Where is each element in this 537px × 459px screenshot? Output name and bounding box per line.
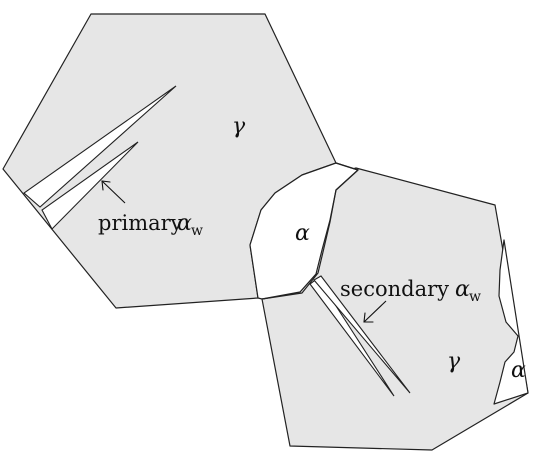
primary-lath-long [23,85,177,208]
alpha-label-right: α [511,358,526,383]
secondary-arrow [363,300,387,323]
secondary-subscript: w [469,289,481,305]
gamma-label-lower: γ [447,349,461,374]
gamma-label-upper: γ [232,114,246,139]
secondary-alpha-symbol: α [455,277,470,302]
secondary-annotation: secondary α w [340,277,481,305]
secondary-lath-outer [309,277,395,397]
secondary-lath-inner [313,275,411,394]
central-grain-boundary [261,162,359,300]
secondary-arrow-head [363,312,374,323]
primary-text: primary [98,211,183,235]
primary-alpha-symbol: α [177,211,192,236]
right-alpha-sliver [493,239,529,405]
alpha-label-center: α [295,221,310,246]
primary-lath-short [41,141,139,230]
primary-arrow-head [101,180,111,191]
primary-annotation: primary α w [98,211,203,239]
primary-arrow [101,180,126,204]
secondary-text: secondary [340,277,449,301]
primary-subscript: w [191,223,203,239]
